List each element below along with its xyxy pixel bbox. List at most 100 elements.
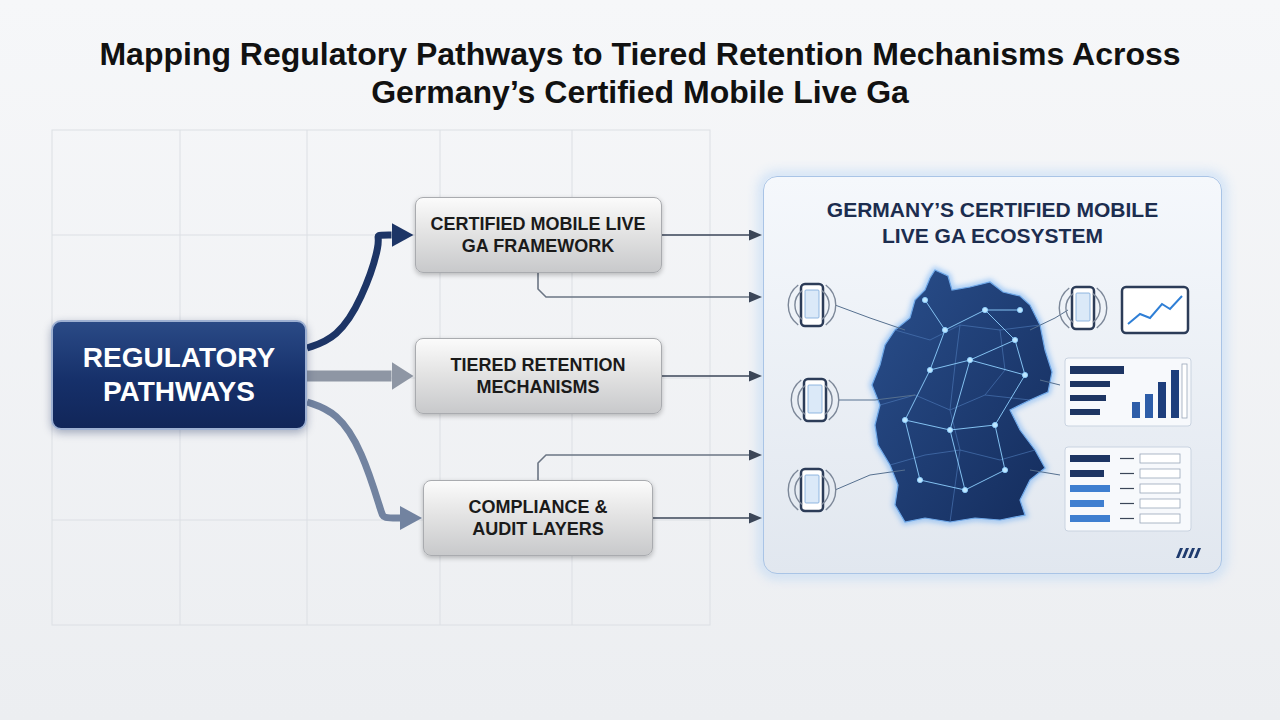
panel-ground-part bbox=[763, 176, 1222, 574]
network-link bbox=[905, 370, 930, 420]
phone-icon bbox=[791, 379, 839, 421]
phone-icon bbox=[1059, 287, 1107, 329]
list-row-part bbox=[1140, 454, 1180, 463]
network-dot bbox=[962, 487, 967, 492]
network-link bbox=[995, 425, 1005, 470]
network-link bbox=[920, 480, 965, 490]
phone-icon-part bbox=[795, 291, 802, 320]
link-arrow bbox=[538, 455, 749, 480]
bar-chart-card-part bbox=[1070, 395, 1106, 401]
network-dot bbox=[917, 477, 922, 482]
background-grid-part bbox=[52, 130, 710, 625]
germany-map-part bbox=[902, 297, 1027, 492]
germany-map-part-part bbox=[880, 395, 1030, 410]
network-link bbox=[970, 340, 1015, 360]
list-row-part bbox=[1070, 455, 1110, 462]
network-links-part bbox=[835, 305, 905, 330]
phone-icon-part bbox=[788, 285, 798, 325]
corner-stripes-part bbox=[1188, 548, 1195, 558]
network-links-part bbox=[1030, 470, 1060, 475]
phone-icon-part bbox=[1093, 294, 1100, 323]
panel-ground-part bbox=[763, 176, 1222, 574]
bar-chart-card-part bbox=[1070, 366, 1124, 374]
germany-map-part bbox=[872, 270, 1052, 522]
list-card bbox=[1065, 447, 1191, 531]
link-arrow bbox=[538, 273, 749, 297]
phone-icon-part bbox=[808, 385, 822, 413]
phone-icon-part bbox=[1059, 288, 1069, 328]
network-link bbox=[985, 310, 1020, 311]
network-dot bbox=[1012, 337, 1017, 342]
bar-chart-card-part bbox=[1182, 364, 1187, 418]
phone-icon-part bbox=[795, 476, 802, 505]
network-link bbox=[905, 420, 920, 480]
list-card-part bbox=[1070, 454, 1180, 523]
network-links-part bbox=[838, 395, 915, 400]
phone-icon bbox=[788, 469, 836, 511]
phone-icon-part bbox=[791, 380, 801, 420]
link-arrow bbox=[662, 234, 750, 236]
network-dot bbox=[1017, 307, 1022, 312]
list-row-part bbox=[1070, 485, 1110, 492]
process-box: TIERED RETENTION MECHANISMS bbox=[415, 338, 662, 414]
list-row-part bbox=[1120, 473, 1134, 474]
phone-icon-part bbox=[829, 380, 839, 420]
tablet-icon-part bbox=[1128, 296, 1182, 324]
process-box: COMPLIANCE & AUDIT LAYERS bbox=[423, 480, 653, 556]
list-row-part bbox=[1070, 500, 1104, 507]
network-link bbox=[965, 470, 1005, 490]
phone-icon-part bbox=[826, 285, 836, 325]
phone-icon-part bbox=[801, 469, 823, 511]
network-dot bbox=[927, 367, 932, 372]
node-label: GERMANY’S CERTIFIED MOBILE LIVE GA ECOSY… bbox=[820, 197, 1165, 250]
phone-icon-part bbox=[804, 379, 826, 421]
network-link bbox=[945, 310, 985, 330]
node-label: REGULATORY PATHWAYS bbox=[69, 341, 289, 408]
phone-icon-part bbox=[826, 470, 836, 510]
flow-arrow bbox=[307, 371, 392, 382]
source-box: REGULATORY PATHWAYS bbox=[51, 320, 307, 430]
list-row bbox=[1070, 454, 1180, 463]
phone-icon-part bbox=[1072, 287, 1094, 329]
phone-icon-part bbox=[805, 290, 819, 318]
list-row-part bbox=[1120, 503, 1134, 504]
network-dot bbox=[1002, 467, 1007, 472]
network-dot bbox=[1022, 372, 1027, 377]
node-label: TIERED RETENTION MECHANISMS bbox=[426, 354, 651, 399]
node-label: CERTIFIED MOBILE LIVE GA FRAMEWORK bbox=[426, 213, 651, 258]
network-link bbox=[985, 310, 1015, 340]
list-row-part bbox=[1140, 484, 1180, 493]
background-grid bbox=[52, 130, 710, 625]
list-row bbox=[1070, 469, 1180, 478]
panel-ground bbox=[763, 176, 1222, 574]
list-row-part bbox=[1120, 488, 1134, 489]
germany-map-part bbox=[880, 325, 1040, 522]
phone-icon-part bbox=[822, 476, 829, 505]
corner-stripes bbox=[1176, 548, 1201, 558]
list-row-part bbox=[1120, 458, 1134, 459]
phone-icon-part bbox=[822, 291, 829, 320]
list-row-part bbox=[1120, 518, 1134, 519]
phone-icon-part bbox=[801, 284, 823, 326]
connector-layer-part bbox=[307, 235, 749, 518]
phone-icon-part bbox=[805, 475, 819, 503]
network-link bbox=[930, 360, 970, 370]
phone-icon-part bbox=[798, 386, 805, 415]
list-row bbox=[1070, 514, 1180, 523]
network-dot bbox=[982, 307, 987, 312]
network-dot bbox=[967, 357, 972, 362]
bar-chart-card-part bbox=[1070, 381, 1110, 387]
list-row bbox=[1070, 499, 1180, 508]
network-dot bbox=[942, 327, 947, 332]
flow-arrow bbox=[307, 402, 400, 518]
list-row-part bbox=[1140, 514, 1180, 523]
network-links-part bbox=[1040, 380, 1060, 385]
network-dot bbox=[902, 417, 907, 422]
corner-stripes-part bbox=[1182, 548, 1189, 558]
corner-stripes-part bbox=[1176, 548, 1183, 558]
phone-icon-part bbox=[1066, 294, 1073, 323]
network-link bbox=[950, 425, 995, 430]
bar-chart-card-part bbox=[1145, 394, 1153, 418]
